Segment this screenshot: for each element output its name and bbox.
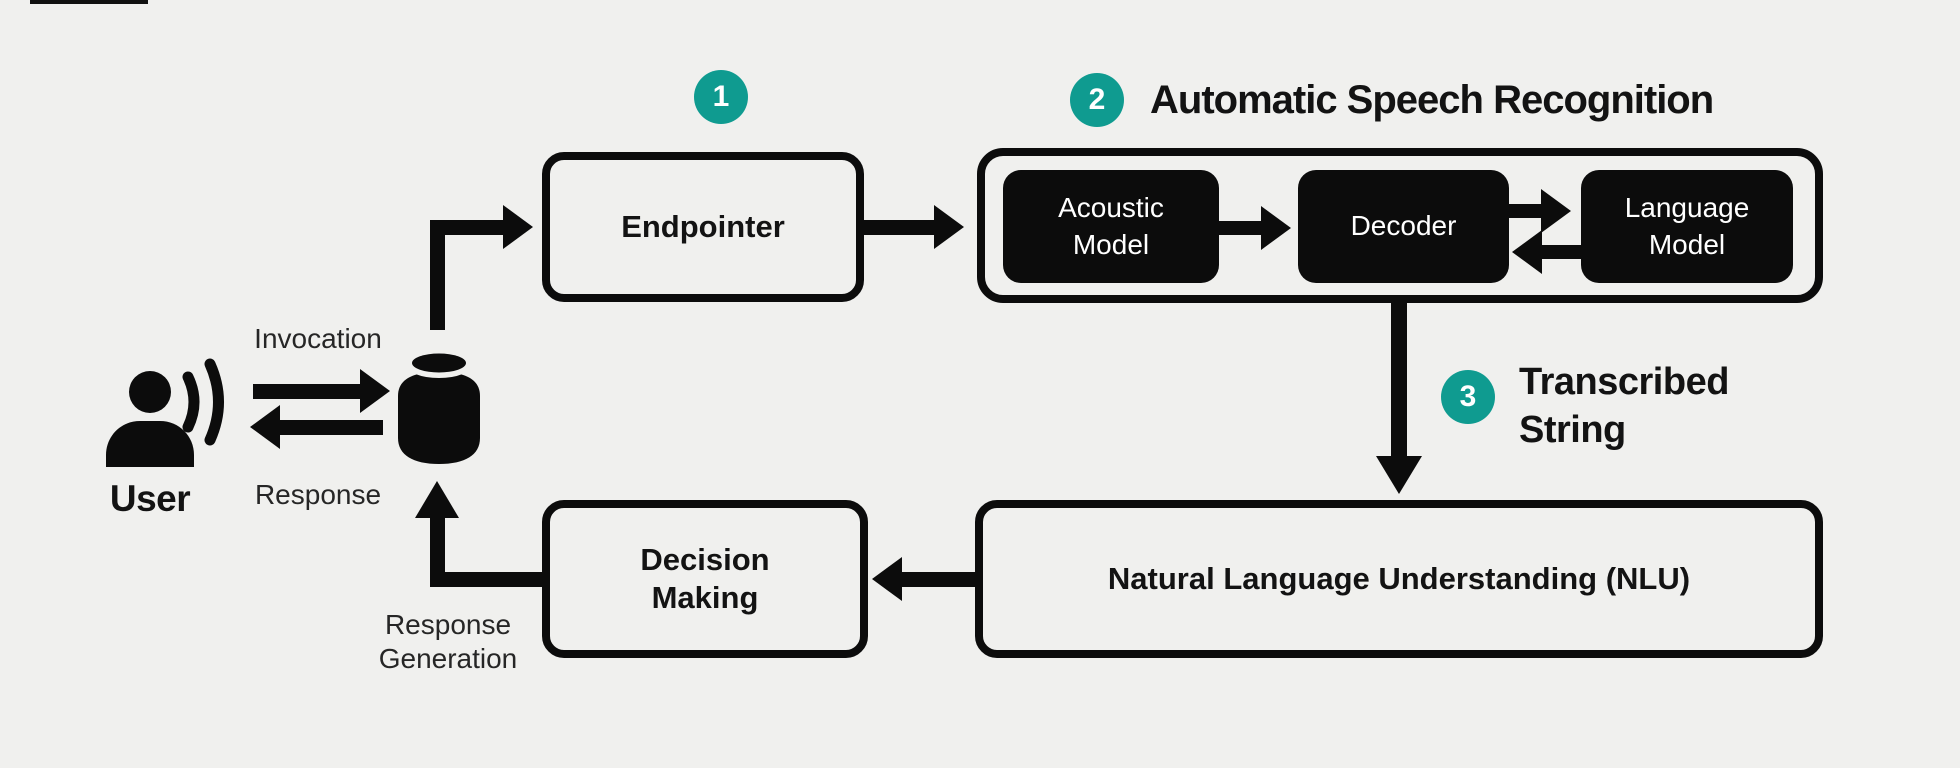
response-generation-line1: Response — [384, 609, 512, 640]
speaker-top — [412, 353, 466, 373]
decision-line2: Making — [651, 580, 759, 615]
response-label: Response — [254, 479, 382, 510]
invocation-arrowhead — [360, 369, 390, 413]
speaker-body — [398, 372, 480, 464]
nlu-to-decision-shaft — [898, 572, 977, 587]
decoder-to-language-shaft — [1509, 204, 1543, 218]
user-label: User — [109, 478, 191, 519]
decision-line1: Decision — [640, 542, 770, 578]
endpointer-to-asr-arrowhead — [934, 205, 964, 249]
decoder-to-language-arrowhead — [1541, 189, 1571, 233]
invocation-arrow-shaft — [253, 384, 365, 399]
endpointer-to-asr-shaft — [864, 220, 936, 235]
sound-wave-outer — [204, 358, 224, 446]
asr-to-nlu-arrowhead — [1376, 456, 1422, 494]
decision-to-speaker-horizontal — [445, 572, 544, 587]
user-shoulders — [106, 421, 194, 467]
response-generation-line2: Generation — [378, 643, 518, 674]
decision-to-speaker-vertical — [430, 518, 445, 587]
acoustic-model-line2: Model — [1072, 228, 1150, 260]
asr-title: Automatic Speech Recognition — [1150, 78, 1714, 122]
endpointer-box: Endpointer — [542, 152, 864, 302]
speaker-to-endpointer-vertical — [430, 220, 445, 330]
decoder-box: Decoder — [1298, 170, 1509, 283]
step-2-badge: 2 — [1070, 73, 1124, 127]
decision-to-speaker-arrowhead — [415, 481, 459, 518]
language-to-decoder-shaft — [1539, 245, 1581, 259]
decoder-label: Decoder — [1350, 210, 1457, 242]
response-arrow-shaft — [275, 420, 383, 435]
corner-artifact-bar — [30, 0, 148, 4]
acoustic-model-line1: Acoustic — [1058, 191, 1164, 223]
step-3-badge: 3 — [1441, 370, 1495, 424]
speaker-top-gap — [404, 352, 474, 378]
speaker-to-endpointer-arrowhead — [503, 205, 533, 249]
asr-to-nlu-shaft — [1391, 303, 1407, 458]
nlu-to-decision-arrowhead — [872, 557, 902, 601]
speaker-to-endpointer-horizontal — [430, 220, 505, 235]
transcribed-line1: Transcribed — [1519, 361, 1729, 403]
acoustic-to-decoder-shaft — [1219, 221, 1263, 235]
language-model-line1: Language — [1624, 191, 1750, 223]
acoustic-to-decoder-arrowhead — [1261, 206, 1291, 250]
language-model-line2: Model — [1648, 228, 1726, 260]
asr-container-box — [977, 148, 1823, 303]
invocation-label: Invocation — [254, 323, 382, 354]
step-1-badge: 1 — [694, 70, 748, 124]
user-speaking-icon — [106, 358, 224, 467]
nlu-box: Natural Language Understanding (NLU) — [975, 500, 1823, 658]
language-to-decoder-arrowhead — [1512, 230, 1542, 274]
transcribed-line2: String — [1519, 409, 1626, 451]
smart-speaker-icon — [398, 352, 480, 464]
user-head — [129, 371, 171, 413]
sound-wave-inner — [182, 371, 200, 433]
